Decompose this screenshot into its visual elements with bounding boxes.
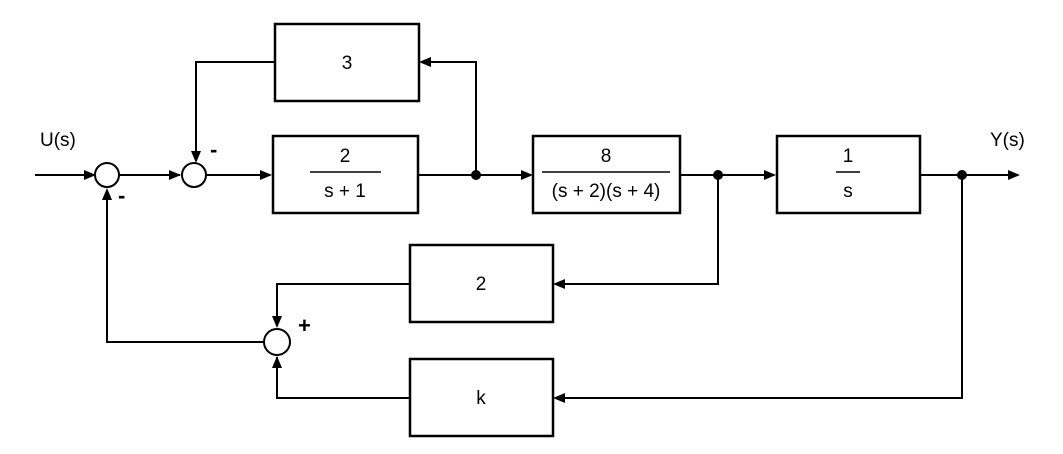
branch-point-after-second-block [713,170,723,180]
arrow-into-feedback-two-block [553,279,565,289]
block-inner-feedback: 3 [273,22,421,103]
block-second-numerator: 8 [601,146,612,167]
arrow-inner-feedback-into-inner-sum [191,151,201,163]
block-integrator-denominator: s [843,181,853,202]
block-feedback-two: 2 [408,243,555,324]
arrow-feedback-k-into-feedback-sum [272,356,282,368]
block-first: 2 s + 1 [271,134,420,215]
inner-summing-junction [181,162,207,188]
block-integrator-numerator: 1 [843,146,854,167]
wire-feedback-k-to-feedback-sum [276,357,410,399]
arrow-into-inner-feedback-block [419,57,431,67]
wire-feedback-two-to-feedback-sum [276,283,410,322]
block-first-denominator: s + 1 [324,181,366,202]
block-second-denominator: (s + 2)(s + 4) [552,181,661,202]
branch-points [471,170,967,180]
arrow-into-inner-sum [169,170,181,180]
branch-point-after-first-block [471,170,481,180]
block-feedback-k: k [408,357,555,438]
arrow-feedback-into-outer-sum [102,188,112,200]
wire-feedback-sum-to-outer-sum [106,193,264,343]
signal-wires [35,61,1013,399]
outer-summing-junction [94,162,120,188]
arrow-into-integrator [764,170,776,180]
arrow-into-feedback-k-block [553,393,565,403]
arrow-feedback-two-into-feedback-sum [272,316,282,328]
feedback-summing-junction [263,328,291,356]
block-feedback-k-label: k [476,388,486,409]
block-integrator: 1 s [775,134,922,215]
feedback-sum-sign: + [298,313,311,338]
wire-inner-feedback-to-inner-sum [195,61,275,157]
block-feedback-two-label: 2 [476,274,487,295]
block-first-numerator: 2 [340,146,351,167]
outer-sum-sign: - [118,183,125,208]
wire-to-inner-feedback-block [427,61,477,175]
input-signal-label: U(s) [40,130,76,151]
arrowheads [84,57,1020,403]
arrow-output [1008,170,1020,180]
arrow-into-first-block [260,170,272,180]
branch-point-output [957,170,967,180]
wire-to-feedback-two-block [562,175,719,285]
block-second: 8 (s + 2)(s + 4) [531,134,682,215]
arrow-into-outer-sum [84,170,96,180]
output-signal-label: Y(s) [990,130,1025,151]
inner-sum-sign: - [210,137,217,162]
arrow-into-second-block [521,170,533,180]
block-inner-feedback-label: 3 [342,53,353,74]
wire-to-feedback-k-block [562,175,963,399]
